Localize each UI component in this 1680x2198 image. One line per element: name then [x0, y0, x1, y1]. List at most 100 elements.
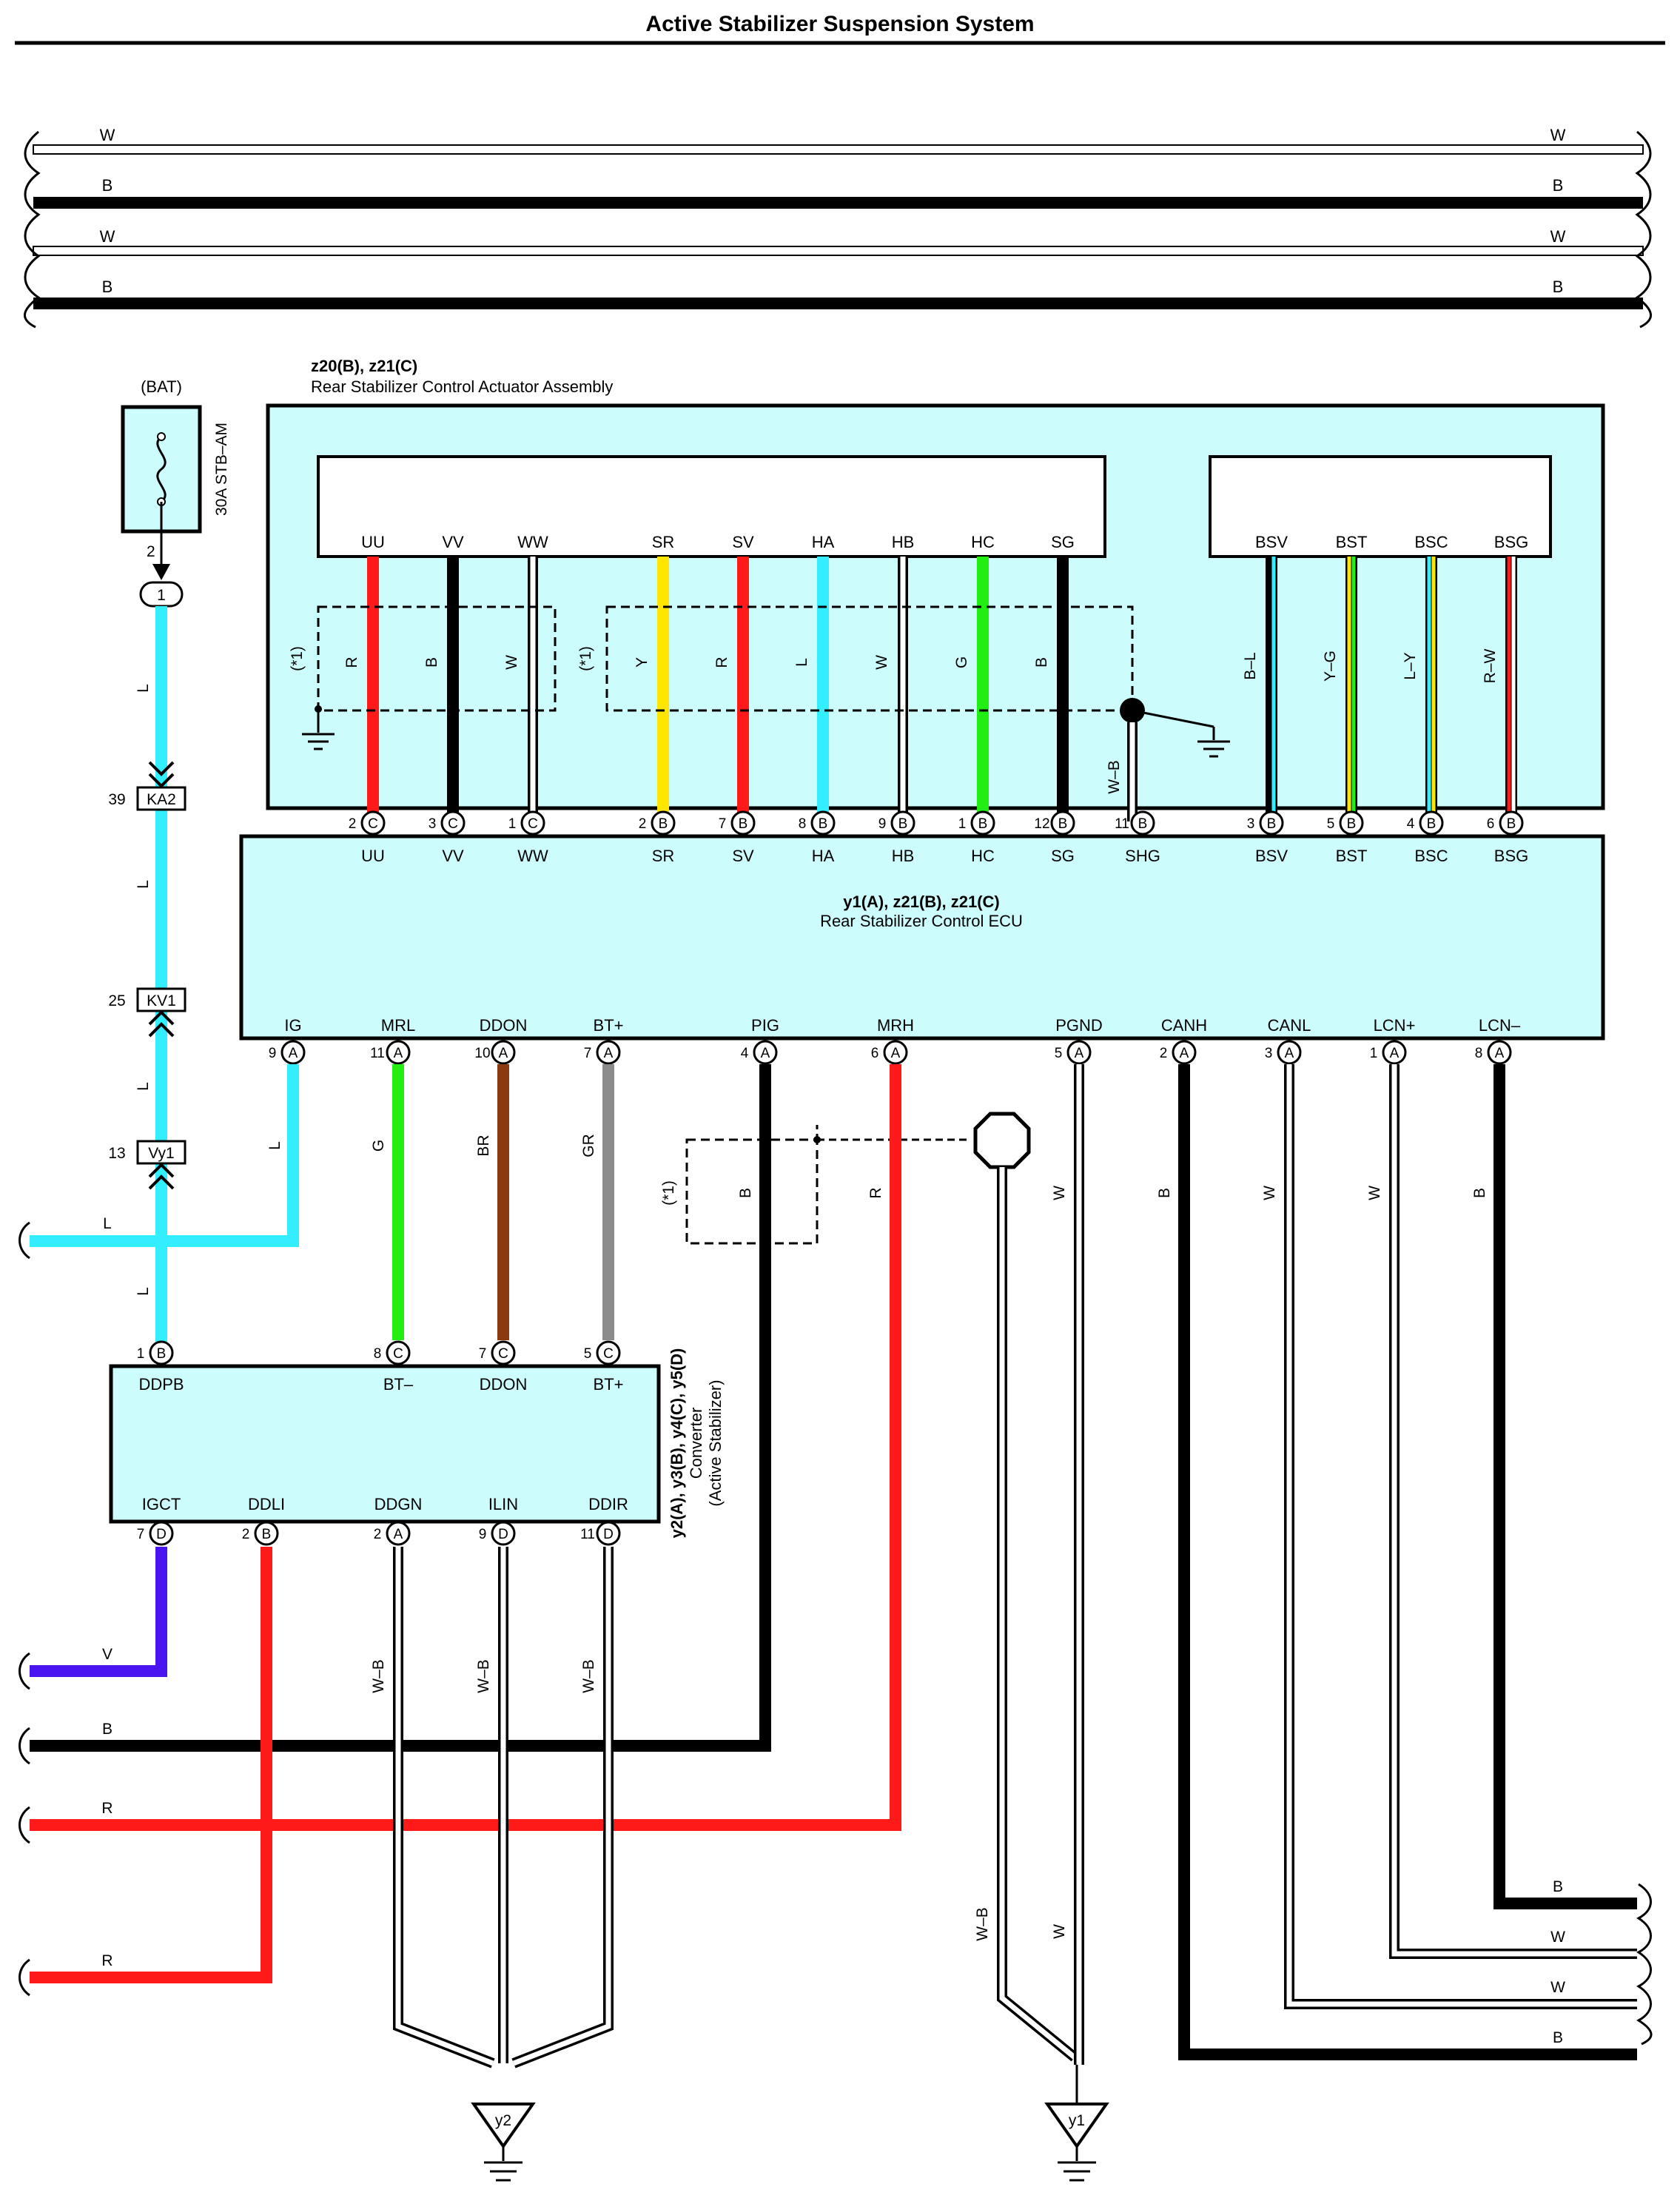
svg-text:W: W: [1366, 1186, 1383, 1200]
pin-connector-letter: A: [1390, 1046, 1400, 1061]
wire-lcn-plus: [1389, 1064, 1637, 1959]
pin-number: 4: [741, 1046, 749, 1061]
bus-lines: W W B B W W B B: [24, 126, 1652, 329]
svg-text:GR: GR: [580, 1134, 597, 1157]
pin-connector-letter: C: [393, 1346, 403, 1362]
wire-vv: B: [423, 557, 459, 823]
ecu-bottom-pin-name: LCN–: [1479, 1016, 1521, 1035]
svg-text:25: 25: [108, 992, 125, 1009]
pin-connector-letter: B: [157, 1346, 167, 1362]
converter-top-pin-name: DDPB: [138, 1375, 184, 1394]
connector-pin: D11: [580, 1521, 621, 1546]
wire-ww: W: [503, 557, 538, 823]
ecu-bottom-pin-name: DDON: [480, 1016, 528, 1035]
converter-pins: B1DDPBC8BT–C7DDONC5BT+IGCTD7DDLIB2DDGNA2…: [137, 1340, 628, 1546]
wire-bsg: R–W: [1482, 557, 1517, 823]
wire-sg: B: [1033, 557, 1069, 823]
pin-connector-letter: C: [528, 816, 538, 832]
connector-pin: A11: [370, 1040, 411, 1065]
actuator-terminal-label: BSG: [1494, 533, 1528, 551]
pin-number: 7: [719, 816, 727, 832]
pin-connector-letter: A: [891, 1046, 901, 1061]
bus-label: B: [102, 278, 113, 296]
pin-number: 5: [1055, 1046, 1063, 1061]
svg-text:L: L: [135, 1287, 152, 1296]
pin-number: 3: [1265, 1046, 1273, 1061]
wire-color-label: R: [713, 656, 730, 668]
wire-uu: R: [343, 557, 379, 823]
ecu-bottom-pin-name: IG: [284, 1016, 301, 1035]
actuator-terminal-label: HC: [971, 533, 995, 551]
ecu-top-pin-name: SG: [1051, 847, 1075, 865]
pin-connector-letter: B: [739, 816, 748, 832]
shield-box-3: [685, 1138, 819, 1245]
fuse-icon: [156, 435, 167, 503]
bus-line-w2: [33, 246, 1644, 256]
converter-bottom-pin-name: DDLI: [248, 1495, 285, 1513]
connector-pin: A1: [1370, 1040, 1407, 1065]
wire-hc: G: [953, 557, 989, 823]
svg-text:BR: BR: [475, 1135, 492, 1156]
wire-color-label: B: [423, 657, 440, 668]
pin-connector-letter: C: [448, 816, 458, 832]
pin-number: 7: [137, 1527, 145, 1542]
ecu-top-pin-name: WW: [517, 847, 548, 865]
connector-kv1: KV1 25: [108, 987, 187, 1038]
svg-text:W–B: W–B: [475, 1659, 492, 1693]
bus-label: B: [1553, 278, 1564, 296]
wire-ha: L: [793, 557, 829, 823]
connector-pin: B1: [137, 1340, 174, 1365]
ecu-box: [239, 834, 1605, 1041]
ecu-codes: y1(A), z21(B), z21(C): [843, 893, 999, 911]
ecu-top-pin-name: UU: [361, 847, 385, 865]
wire-color-label: B: [1033, 657, 1050, 668]
pin-number: 8: [799, 816, 807, 832]
svg-text:W: W: [1051, 1924, 1068, 1939]
ecu-top-pin-name: VV: [442, 847, 464, 865]
svg-text:R: R: [867, 1187, 884, 1198]
wire-pig: [30, 1064, 771, 1752]
ground-icon: [1197, 740, 1230, 758]
pin-number: 3: [429, 816, 437, 832]
pin-number: 7: [584, 1046, 592, 1061]
left-break-mark: [19, 1958, 30, 1997]
connector-pin: B6: [1487, 810, 1524, 836]
pin-number: 2: [349, 816, 357, 832]
connector-pin: B3: [1247, 810, 1284, 836]
actuator-terminal-label: SR: [652, 533, 675, 551]
ecu-top-pin-name: BSV: [1255, 847, 1288, 865]
left-break-mark: [19, 1727, 30, 1765]
converter-bottom-pin-name: IGCT: [142, 1495, 181, 1513]
converter-name: Converter: [687, 1408, 705, 1479]
connector-pin: C2: [349, 810, 386, 836]
ecu-bottom-pin-name: MRL: [381, 1016, 415, 1035]
pin-number: 2: [242, 1527, 250, 1542]
actuator-terminal-label: BST: [1336, 533, 1368, 551]
pin-connector-letter: C: [603, 1346, 614, 1362]
connector-pin: D7: [137, 1521, 174, 1546]
ecu-bottom-pins: IGA9MRLA11DDONA10BT+A7PIGA4MRHA6PGNDA5CA…: [269, 1016, 1521, 1065]
ecu-bottom-pin-name: CANL: [1268, 1016, 1311, 1035]
pin-connector-letter: D: [156, 1527, 167, 1542]
connector-pin: C8: [374, 1340, 411, 1365]
svg-text:L: L: [135, 1082, 152, 1091]
connector-pin: B11: [1115, 810, 1155, 836]
actuator-terminal-label: UU: [361, 533, 385, 551]
actuator-terminal-label: SG: [1051, 533, 1075, 551]
pin-number: 9: [878, 816, 887, 832]
pin-connector-letter: A: [394, 1046, 403, 1061]
connector-pin: B7: [719, 810, 756, 836]
converter-top-pin-name: BT+: [594, 1375, 624, 1394]
svg-text:V: V: [102, 1646, 112, 1663]
svg-text:KV1: KV1: [147, 992, 176, 1009]
ecu-bottom-pin-name: PIG: [751, 1016, 779, 1035]
arrow-down-icon: [152, 564, 170, 580]
pin-connector-letter: A: [394, 1527, 403, 1542]
pin-number: 2: [639, 816, 647, 832]
ecu-bottom-pin-name: LCN+: [1374, 1016, 1416, 1035]
svg-text:B: B: [102, 1721, 112, 1738]
wire-igct: [30, 1547, 167, 1677]
wire-color-label: W: [873, 655, 890, 670]
